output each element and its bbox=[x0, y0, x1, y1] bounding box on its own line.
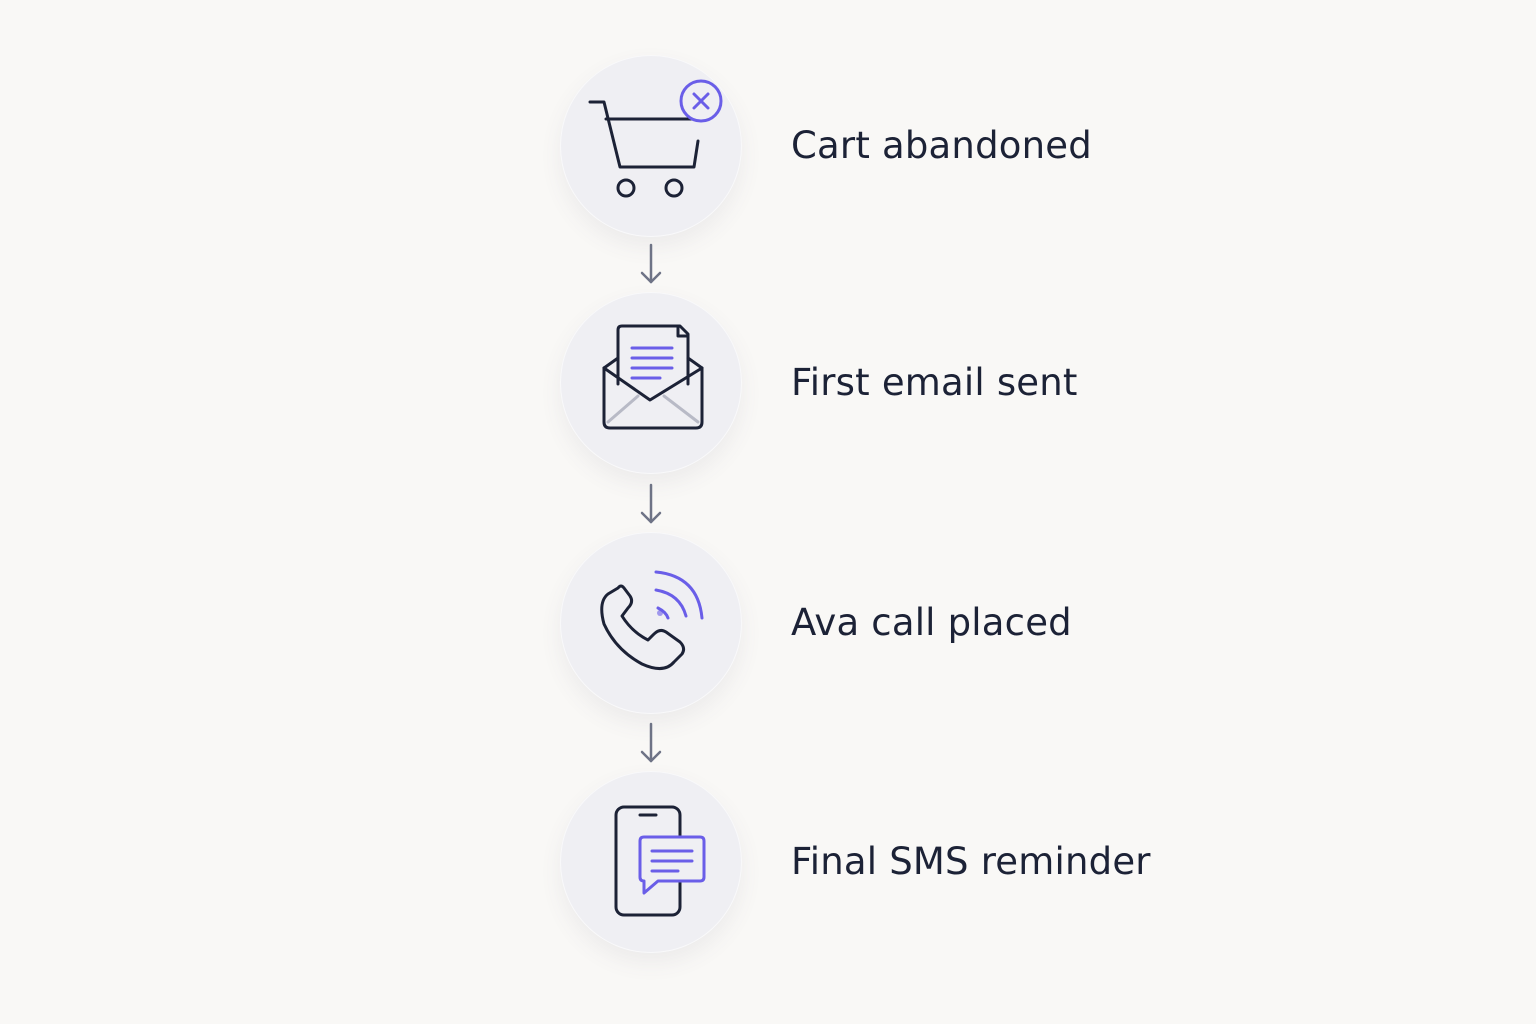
step-label: Ava call placed bbox=[791, 601, 1072, 644]
phone-chat-icon bbox=[614, 805, 706, 917]
step-label: First email sent bbox=[791, 361, 1078, 404]
step-label: Final SMS reminder bbox=[791, 840, 1151, 883]
step-icon-circle bbox=[560, 771, 742, 953]
step-first-email: First email sent bbox=[560, 292, 1200, 474]
cart-x-icon bbox=[588, 79, 723, 198]
step-label: Cart abandoned bbox=[791, 124, 1092, 167]
step-final-sms: Final SMS reminder bbox=[560, 771, 1200, 953]
step-icon-circle bbox=[560, 532, 742, 714]
arrow-down-icon bbox=[640, 483, 662, 524]
arrow-down-icon bbox=[640, 722, 662, 763]
open-envelope-icon bbox=[602, 324, 704, 430]
step-ava-call: Ava call placed bbox=[560, 532, 1200, 714]
step-cart-abandoned: Cart abandoned bbox=[560, 55, 1200, 237]
step-icon-circle bbox=[560, 292, 742, 474]
arrow-down-icon bbox=[640, 243, 662, 284]
phone-call-icon bbox=[600, 570, 704, 670]
step-icon-circle bbox=[560, 55, 742, 237]
